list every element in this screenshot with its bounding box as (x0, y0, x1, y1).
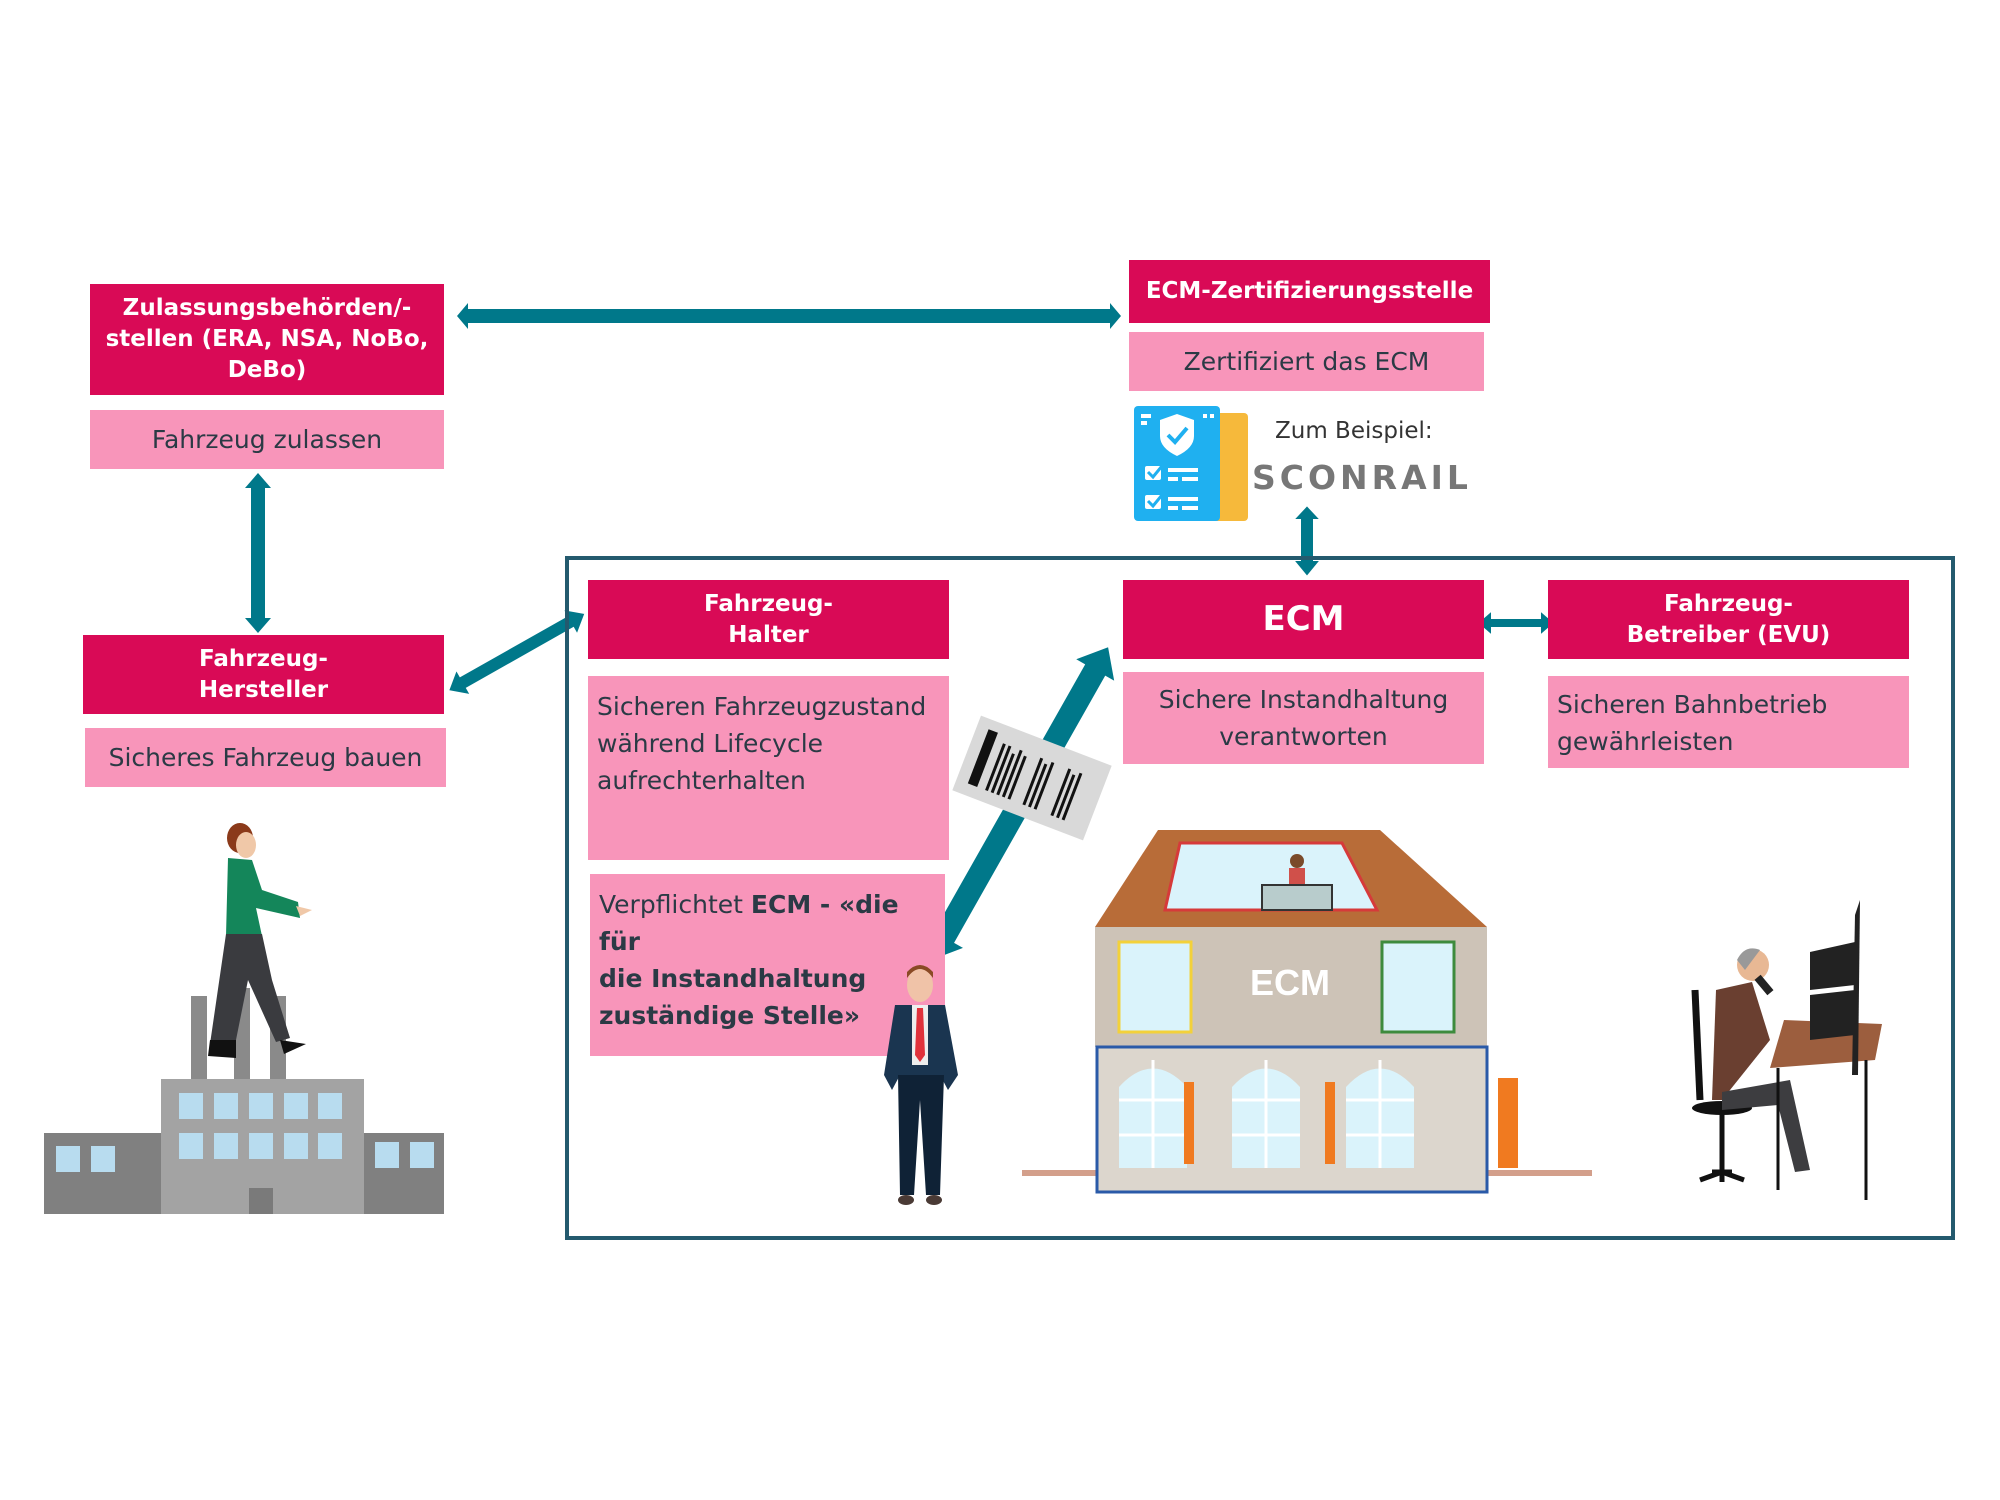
hersteller-task: Sicheres Fahrzeug bauen (85, 728, 446, 787)
halter-task-line: aufrechterhalten (597, 766, 806, 795)
betreiber-title-line: Betreiber (EVU) (1626, 621, 1831, 648)
zertifizierung-title: ECM-Zertifizierungsstelle (1145, 278, 1474, 304)
hersteller-title-line: Fahrzeug- (199, 645, 328, 672)
halter-title-line: Halter (728, 621, 809, 648)
ecm-header: ECM (1123, 580, 1484, 659)
betreiber-task-line: Sicheren Bahnbetrieb (1557, 690, 1828, 719)
halter-task-line: während Lifecycle (597, 729, 824, 758)
halter-task: Sicheren Fahrzeugzustand während Lifecyc… (588, 676, 949, 860)
zulassung-task-text: Fahrzeug zulassen (151, 425, 383, 454)
betreiber-title-line: Fahrzeug- (1664, 590, 1793, 617)
zulassung-title-line: DeBo) (227, 357, 307, 383)
hersteller-task-text: Sicheres Fahrzeug bauen (108, 743, 423, 772)
zulassung-title-line: Zulassungsbehörden/- (122, 295, 412, 321)
arrow-hersteller-halter (446, 607, 587, 697)
halter-header: Fahrzeug- Halter (588, 580, 949, 659)
betreiber-header: Fahrzeug- Betreiber (EVU) (1548, 580, 1909, 659)
ecm-task: Sichere Instandhaltung verantworten (1123, 672, 1484, 764)
halter-duty-bold: die Instandhaltung (599, 964, 867, 993)
example-label: Zum Beispiel: (1275, 418, 1433, 444)
halter-duty-prefix: Verpflichtet (599, 890, 751, 919)
hersteller-title-line: Hersteller (198, 676, 329, 703)
zulassung-task: Fahrzeug zulassen (90, 410, 444, 469)
halter-duty: Verpflichtet ECM - «die für die Instandh… (590, 874, 945, 1056)
sconrail-logo: SCONRAIL (1252, 458, 1472, 497)
ecm-task-line: verantworten (1219, 722, 1388, 751)
zertifizierung-task-text: Zertifiziert das ECM (1183, 347, 1430, 376)
halter-duty-bold: ECM - «die für (599, 890, 899, 956)
zulassung-header: Zulassungsbehörden/- stellen (ERA, NSA, … (90, 284, 444, 395)
zulassung-title-line: stellen (ERA, NSA, NoBo, (105, 326, 429, 352)
hersteller-header: Fahrzeug- Hersteller (83, 635, 444, 714)
ecm-title: ECM (1262, 599, 1345, 639)
halter-title-line: Fahrzeug- (704, 590, 833, 617)
building-ecm-label: ECM (1250, 962, 1330, 1003)
zertifizierung-task: Zertifiziert das ECM (1129, 332, 1484, 391)
betreiber-task-line: gewährleisten (1557, 727, 1734, 756)
betreiber-task: Sicheren Bahnbetrieb gewährleisten (1548, 676, 1909, 768)
arrow-zulassung-zertifizierung (457, 303, 1121, 329)
halter-duty-bold: zuständige Stelle» (599, 1001, 861, 1030)
ecm-system-frame (565, 556, 1955, 1240)
arrow-zulassung-hersteller (245, 473, 271, 633)
ecm-task-line: Sichere Instandhaltung (1158, 685, 1449, 714)
halter-task-line: Sicheren Fahrzeugzustand (597, 692, 927, 721)
zertifizierung-header: ECM-Zertifizierungsstelle (1129, 260, 1490, 323)
